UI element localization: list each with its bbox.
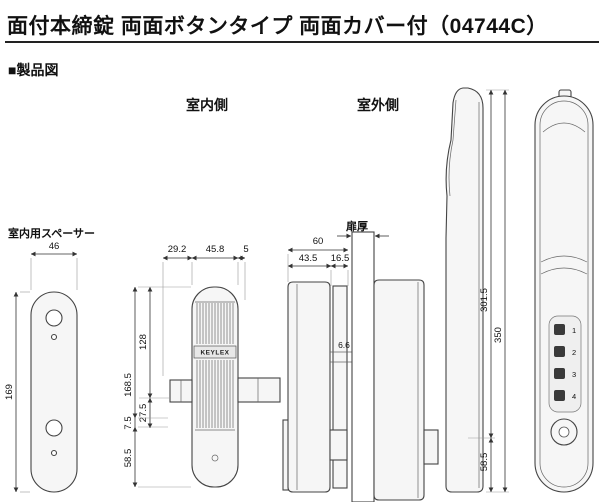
top-panel-curve — [542, 122, 586, 133]
brand-plate — [193, 345, 237, 359]
spacer-hole-small-top — [50, 333, 58, 341]
spacer-hole-top — [45, 309, 63, 327]
product-diagram: 室内側 室外側 室内用スペーサー 46 169 29.2 45.8 5 K — [4, 87, 594, 502]
button-panel — [548, 315, 582, 413]
indoor-hatch-upper — [196, 303, 234, 344]
button-2 — [554, 346, 565, 357]
dim-indoor-right-offset: 5 — [243, 244, 248, 255]
dim-depth-total: 60 — [313, 236, 324, 247]
title-divider — [5, 41, 599, 43]
thumbturn-screw — [211, 454, 219, 462]
dim-depth-spacer: 16.5 — [331, 253, 350, 264]
section-heading: ■製品図 — [8, 62, 59, 78]
body-section-lines — [195, 301, 235, 431]
spacer-label: 室内用スペーサー — [8, 226, 95, 240]
indoor-unit-profile — [287, 281, 331, 493]
dim-spacer-height: 169 — [4, 384, 15, 400]
dim-spacer-width: 46 — [49, 241, 60, 252]
dim-indoor-width: 45.8 — [206, 244, 225, 255]
spacer-view: 室内用スペーサー 46 169 — [4, 226, 95, 493]
cylinder-profile — [423, 429, 439, 465]
dim-indoor-upper-height: 128 — [138, 334, 149, 350]
indoor-hatch-lower — [196, 360, 234, 428]
button-2-label: 2 — [572, 348, 576, 357]
dim-depth-body: 43.5 — [299, 253, 318, 264]
dim-indoor-gap: 7.5 — [123, 416, 134, 429]
outdoor-cover-inner — [539, 100, 589, 488]
thumbturn-profile — [329, 429, 348, 461]
brand-logo-text: KEYLEX — [200, 350, 229, 357]
spacer-hole-bottom — [45, 419, 63, 437]
outdoor-side-label: 室外側 — [357, 97, 399, 113]
button-4-label: 4 — [572, 392, 576, 401]
cover-detail-lines — [448, 99, 480, 488]
button-3-label: 3 — [572, 370, 576, 379]
mid-divider-curves — [540, 255, 588, 275]
outdoor-cover-profile — [445, 87, 484, 493]
spacer-hole-small-bottom — [50, 449, 58, 457]
page-title: 面付本締錠 両面ボタンタイプ 両面カバー付（04744C） — [7, 15, 548, 38]
button-1-label: 1 — [572, 326, 576, 335]
outdoor-front-view: 1 2 3 4 — [534, 89, 594, 493]
dim-cover-height: 301.5 — [479, 288, 490, 312]
indoor-front-view: 29.2 45.8 5 KEYLEX 128 27.5 168.5 7.5 58… — [123, 244, 281, 488]
indoor-side-label: 室内側 — [186, 97, 228, 113]
spacer-plate — [30, 291, 78, 493]
dim-outdoor-total-height: 350 — [493, 327, 504, 343]
dim-outdoor-lower-height: 58.5 — [479, 453, 490, 472]
dim-indoor-total-height: 168.5 — [123, 373, 134, 397]
bolt-profile-lines — [330, 351, 352, 363]
button-column: 1 2 3 4 — [554, 324, 576, 401]
dim-indoor-bolt-height: 27.5 — [138, 404, 149, 423]
outdoor-unit-profile — [373, 279, 425, 501]
button-1 — [554, 324, 565, 335]
dim-indoor-left-offset: 29.2 — [168, 244, 187, 255]
dim-indoor-lower-height: 58.5 — [123, 449, 134, 468]
button-4 — [554, 390, 565, 401]
dim-bolt-detail: 6.6 — [338, 340, 350, 350]
door-thickness-label: 扉厚 — [346, 219, 368, 233]
keyhole — [558, 426, 570, 438]
deadbolt — [237, 377, 281, 403]
door-profile-view: 扉厚 60 43.5 16.5 6.6 — [282, 219, 439, 502]
right-dimensions: 301.5 58.5 350 — [468, 89, 509, 493]
door-section — [351, 231, 375, 502]
cover-outline — [445, 87, 484, 493]
button-3 — [554, 368, 565, 379]
